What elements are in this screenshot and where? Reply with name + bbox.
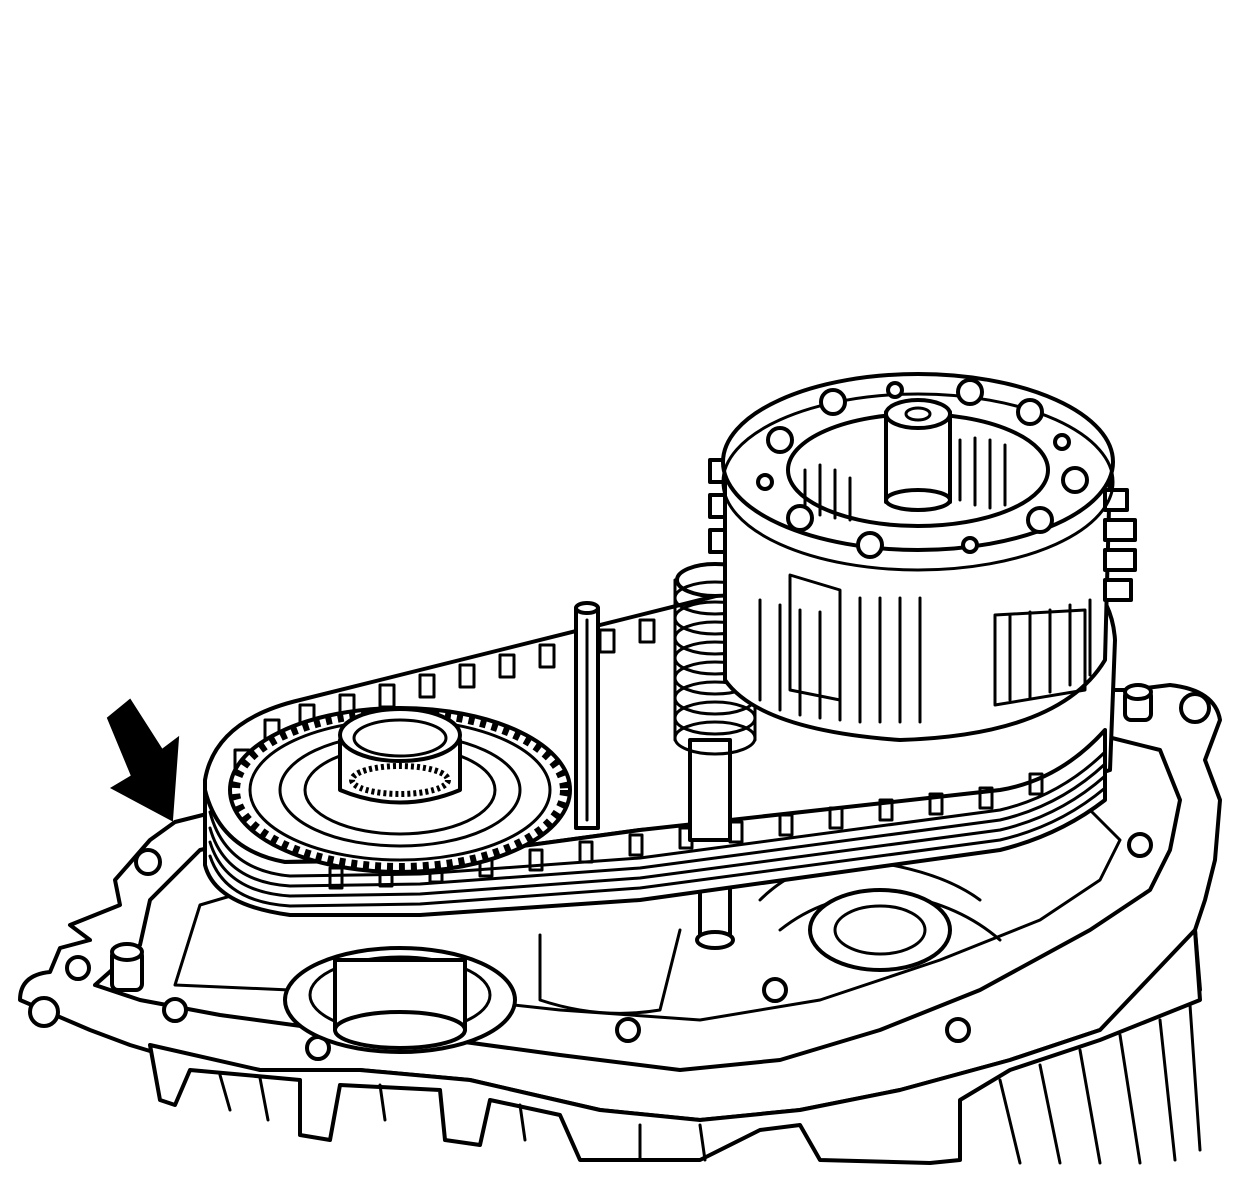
carrier-hole <box>756 473 774 491</box>
bolt-hole <box>762 977 788 1003</box>
carrier-hole <box>1061 466 1089 494</box>
carrier-edge-teeth <box>708 458 1137 602</box>
carrier-hole <box>1053 433 1071 451</box>
bolt-hole <box>1179 692 1211 724</box>
bolt-hole <box>28 996 60 1028</box>
front-sprocket <box>228 706 572 874</box>
carrier-hole <box>766 426 794 454</box>
bolt-hole <box>1127 832 1153 858</box>
carrier-hole <box>786 504 814 532</box>
carrier-hole <box>961 536 979 554</box>
carrier-hole <box>1026 506 1054 534</box>
carrier-hole <box>856 531 884 559</box>
planetary-carrier <box>708 372 1137 742</box>
bolt-hole <box>945 1017 971 1043</box>
internal-components <box>538 858 1002 1015</box>
carrier-hole <box>819 388 847 416</box>
carrier-hole <box>956 378 984 406</box>
arrow-icon <box>106 698 180 822</box>
bolt-hole <box>162 997 188 1023</box>
bolt-hole <box>65 955 91 981</box>
carrier-hole <box>1016 398 1044 426</box>
bolt-hole <box>134 848 162 876</box>
shift-rail <box>574 601 600 830</box>
bolt-hole <box>615 1017 641 1043</box>
pinion-gears <box>803 436 1007 522</box>
case-skirt <box>148 928 1202 1165</box>
front-output-bearing <box>283 946 517 1054</box>
carrier-gear-teeth <box>758 596 1092 724</box>
carrier-hole <box>886 381 904 399</box>
